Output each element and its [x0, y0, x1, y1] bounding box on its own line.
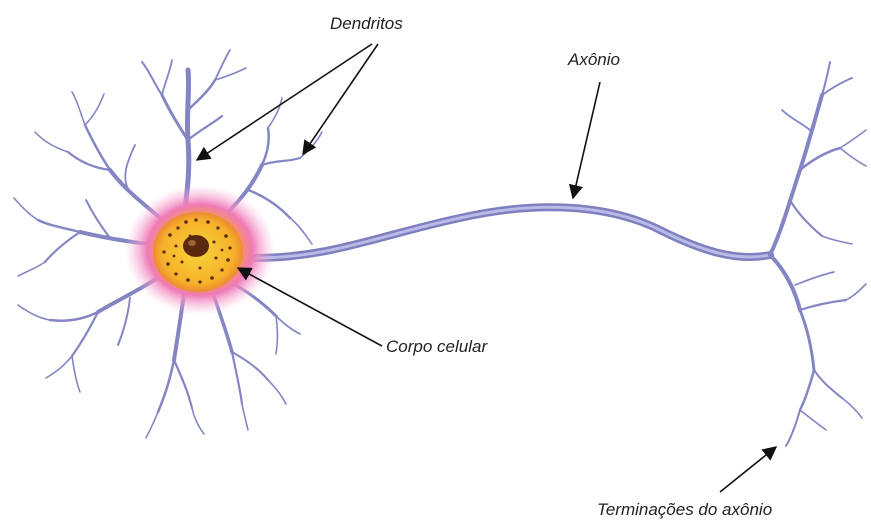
cell-body	[125, 185, 275, 315]
arrow-dendritos-right	[303, 44, 378, 154]
label-axonio: Axônio	[568, 50, 620, 70]
arrow-corpo-celular	[238, 268, 382, 346]
label-terminacoes-do-axonio: Terminações do axônio	[597, 500, 772, 520]
arrow-axonio	[573, 82, 600, 198]
label-dendritos: Dendritos	[330, 14, 403, 34]
axon	[255, 207, 770, 258]
arrow-terminacoes	[720, 447, 776, 492]
nucleus	[183, 235, 209, 257]
pointer-arrows	[197, 44, 776, 492]
axon-terminals	[770, 62, 866, 446]
label-corpo-celular: Corpo celular	[386, 337, 487, 357]
